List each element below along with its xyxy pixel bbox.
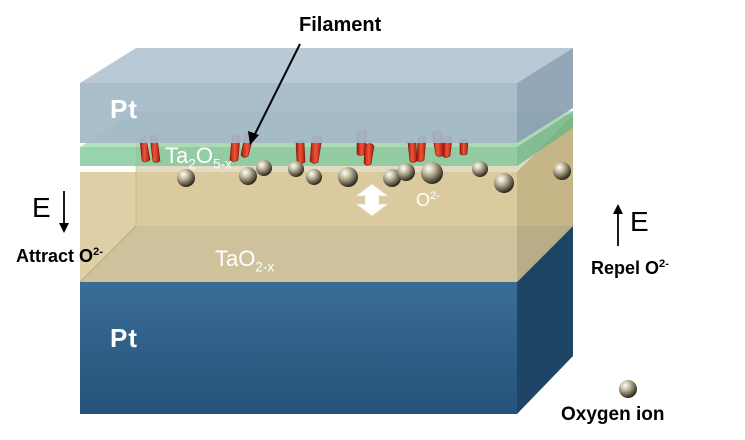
oxygen-ion <box>494 173 514 193</box>
attract-label-sup: 2- <box>93 246 103 258</box>
pt-top-side <box>517 48 573 143</box>
filament-mark <box>363 143 375 166</box>
pt-bottom-label: Pt <box>110 323 138 353</box>
oxygen-ion <box>397 163 415 181</box>
o2-label-part: O <box>416 190 431 210</box>
oxygen-ion <box>288 161 304 177</box>
oxygen-ion-legend-symbol <box>619 380 637 398</box>
oxygen-ion <box>239 167 257 185</box>
tao2-label-part: TaO <box>215 246 256 271</box>
e-field-arrow-right <box>613 204 623 246</box>
pt-top-top <box>80 48 573 83</box>
ta2o5-label-part: O <box>195 143 213 168</box>
pt-bottom-front <box>80 282 517 414</box>
pt-top-label: Pt <box>110 94 138 124</box>
oxygen-ions <box>177 160 637 398</box>
filament-pointer-line <box>252 43 301 139</box>
tao2-label: TaO2-x <box>215 246 274 274</box>
repel-label: Repel O2- <box>591 258 669 279</box>
ta2o5-label-sub: 5-x <box>212 156 232 172</box>
double-arrow-icon <box>354 183 390 217</box>
filament-label: Filament <box>299 14 382 36</box>
filament-mark <box>295 139 306 164</box>
oxygen-ion <box>306 169 322 185</box>
o2-label-sup: 2- <box>430 190 440 202</box>
e-left-label: E <box>32 192 51 223</box>
ta2o5-label: Ta2O5-x <box>165 143 232 171</box>
oxygen-ion <box>177 169 195 187</box>
attract-label: Attract O2- <box>16 246 103 267</box>
tao2-front <box>80 172 517 282</box>
oxygen-ion <box>553 162 571 180</box>
e-field-arrow-left <box>59 191 69 233</box>
filament-pointer-arrow <box>248 43 301 145</box>
oxygen-ion <box>383 169 401 187</box>
ta2o5-label-sub: 2 <box>188 156 196 172</box>
oxygen-ion-legend-label: Oxygen ion <box>561 404 665 425</box>
e-right-label: E <box>630 206 649 237</box>
e-right-arrow-head <box>613 204 623 214</box>
oxygen-ion <box>472 161 488 177</box>
pt-top-layer <box>80 48 573 143</box>
attract-label-part: Attract O <box>16 246 94 266</box>
oxygen-ion <box>421 162 443 184</box>
repel-label-sup: 2- <box>659 258 669 270</box>
oxygen-ion <box>338 167 358 187</box>
o2-ion-label: O2- <box>416 190 440 211</box>
ta2o5-side <box>517 111 573 166</box>
filament-pointer-head <box>248 131 259 145</box>
tao2-label-sub: 2-x <box>255 259 275 275</box>
ta2o5-label-part: Ta <box>165 143 189 168</box>
repel-label-part: Repel O <box>591 258 660 278</box>
e-left-arrow-head <box>59 223 69 233</box>
pt-top-front <box>80 83 517 143</box>
pt-bottom-side <box>517 226 573 414</box>
tao2-inner-edge <box>79 225 137 283</box>
oxygen-ion <box>256 160 272 176</box>
tao2-side <box>517 115 573 282</box>
